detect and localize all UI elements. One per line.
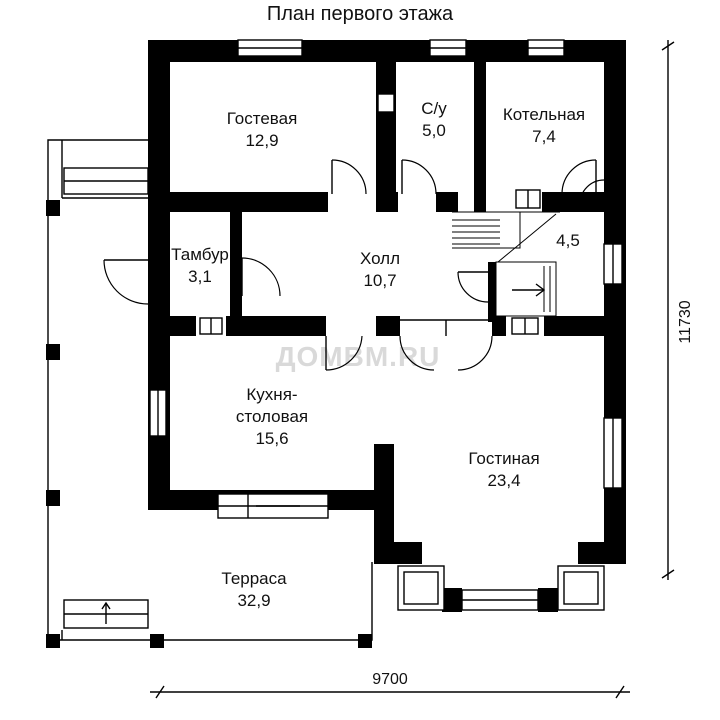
windows	[149, 39, 623, 611]
terrace-post	[46, 634, 60, 648]
room-living-area: 23,4	[487, 471, 520, 490]
room-kitchen-area: 15,6	[255, 429, 288, 448]
room-vestibule-name: Тамбур	[171, 245, 229, 264]
vents	[199, 93, 541, 335]
door-storage	[457, 271, 489, 303]
room-storage-area: 4,5	[556, 231, 580, 250]
room-terrace-name: Терраса	[221, 569, 287, 588]
terrace-post	[358, 634, 372, 648]
room-kitchen-name-2: столовая	[236, 407, 308, 426]
plan-title: План первого этажа	[267, 3, 454, 25]
terrace-post	[150, 634, 164, 648]
doors	[103, 159, 605, 371]
interior-walls	[148, 40, 626, 336]
room-guest-name: Гостевая	[227, 109, 298, 128]
staircase	[452, 211, 560, 317]
terrace-outline	[46, 139, 373, 648]
room-labels: Гостевая 12,9 С/у 5,0 Котельная 7,4 Тамб…	[171, 99, 585, 610]
room-wc-area: 5,0	[422, 121, 446, 140]
room-boiler-name: Котельная	[503, 105, 585, 124]
room-guest-area: 12,9	[245, 131, 278, 150]
room-hall-name: Холл	[360, 249, 400, 268]
terrace-post	[46, 200, 60, 216]
watermark-logo: ДОМВМ.RU	[276, 341, 441, 372]
room-hall-area: 10,7	[363, 271, 396, 290]
room-vestibule-area: 3,1	[188, 267, 212, 286]
room-living-name: Гостиная	[468, 449, 539, 468]
room-boiler-area: 7,4	[532, 127, 556, 146]
room-kitchen-name-1: Кухня-	[246, 385, 297, 404]
height-dimension-label: 11730	[677, 300, 694, 343]
terrace-post	[46, 344, 60, 360]
terrace-post	[46, 490, 60, 506]
room-terrace-area: 32,9	[237, 591, 270, 610]
dimension-width: 9700	[150, 671, 630, 699]
dimension-height: 11730	[661, 40, 694, 580]
room-wc-name: С/у	[421, 99, 447, 118]
width-dimension-label: 9700	[372, 671, 408, 688]
